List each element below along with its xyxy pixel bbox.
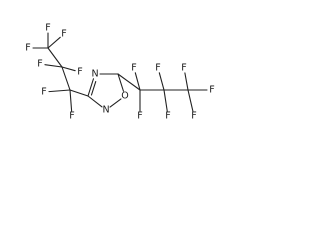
bond-a2-fa2a — [44, 64, 63, 68]
bond-a1-a2 — [61, 66, 71, 91]
atom-label-f-fb1b: F — [137, 111, 142, 122]
bond-r1-a1 — [69, 89, 89, 97]
atom-label-f-fb3a: F — [181, 63, 186, 74]
bond-b2-fb2b — [163, 89, 168, 112]
bond-b2-fb2a — [158, 72, 165, 91]
bond-r1-r2-second — [90, 81, 97, 96]
atom-label-f-fb3b: F — [191, 111, 196, 122]
atom-label-f-fa1b: F — [41, 87, 46, 98]
bond-layer — [32, 32, 208, 112]
bond-a2-fa2b — [61, 66, 76, 72]
bond-a1-fa1b — [48, 89, 71, 93]
atom-label-f-fa2a: F — [37, 59, 42, 70]
atom-label-f-fb3c: F — [209, 85, 214, 96]
bond-r3-r4 — [117, 73, 125, 92]
atom-label-n-r2: N — [91, 69, 98, 80]
bond-r5-r1 — [87, 95, 103, 108]
bond-a2-a3 — [47, 47, 63, 68]
atom-label-f-fa1a: F — [69, 111, 74, 122]
bond-a3-fa3c — [47, 36, 61, 49]
atom-label-f-fb1a: F — [131, 63, 136, 74]
bond-b3-fb3a — [184, 72, 189, 91]
atom-label-f-fb2a: F — [155, 63, 160, 74]
atom-label-f-fa2b: F — [77, 67, 82, 78]
bond-a1-fa1a — [69, 89, 73, 112]
bond-b3-fb3b — [187, 89, 194, 112]
atom-label-f-fa3a: F — [25, 43, 30, 54]
atom-label-o-r4: O — [121, 91, 128, 102]
atom-label-n-r5: N — [102, 105, 109, 116]
bond-r1-r2 — [87, 78, 95, 97]
atom-label-f-fa3c: F — [61, 29, 66, 40]
atom-label-f-fa3b: F — [45, 23, 50, 34]
bond-r3-b1 — [117, 73, 141, 91]
bond-r4-r5 — [109, 98, 122, 108]
bond-b1-fb1a — [134, 72, 141, 91]
atom-label-f-fb2b: F — [165, 111, 170, 122]
